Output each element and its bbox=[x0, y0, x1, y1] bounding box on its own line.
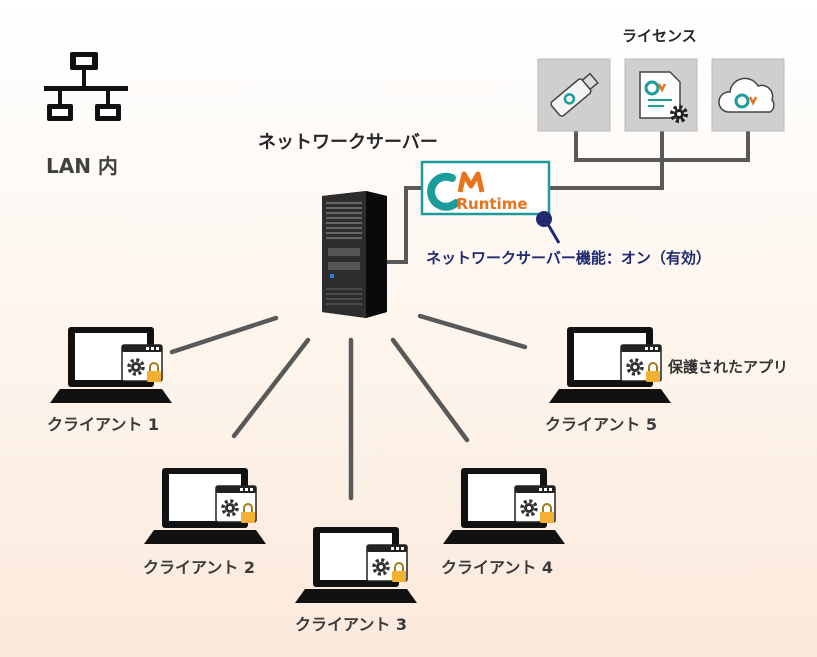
client-laptop-1 bbox=[48, 325, 174, 405]
client-laptop-3 bbox=[293, 525, 419, 605]
client-label-4: クライアント 4 bbox=[441, 558, 554, 577]
license-connectors bbox=[550, 130, 750, 190]
protected-app-label: 保護されたアプリ bbox=[668, 358, 789, 376]
cloud-license-icon bbox=[718, 77, 775, 113]
runtime-m-icon bbox=[457, 171, 485, 193]
server-title: ネットワークサーバー bbox=[258, 132, 438, 153]
client-laptop-4 bbox=[441, 466, 567, 546]
client-label-1: クライアント 1 bbox=[47, 415, 160, 434]
license-tile-file bbox=[624, 58, 698, 132]
runtime-c-icon bbox=[427, 172, 460, 211]
client-label-2: クライアント 2 bbox=[143, 558, 256, 577]
license-title: ライセンス bbox=[622, 27, 697, 45]
license-tile-cloud bbox=[711, 58, 785, 132]
usb-dongle-icon bbox=[550, 72, 599, 117]
server-runtime-connector bbox=[385, 186, 424, 264]
network-server-feature-label: ネットワークサーバー機能：オン（有効） bbox=[426, 249, 711, 267]
runtime-text: Runtime bbox=[456, 195, 527, 213]
client-label-3: クライアント 3 bbox=[295, 615, 408, 634]
lan-label: LAN 内 bbox=[46, 154, 118, 178]
client-laptop-5 bbox=[547, 325, 673, 405]
client-connectors bbox=[169, 313, 528, 501]
feature-callout-pin bbox=[536, 211, 552, 227]
lan-network-icon bbox=[44, 52, 128, 121]
license-tile-usb bbox=[537, 58, 611, 132]
client-laptop-2 bbox=[142, 466, 268, 546]
client-label-5: クライアント 5 bbox=[545, 415, 658, 434]
server-tower-icon bbox=[322, 191, 387, 318]
license-file-gear-icon bbox=[639, 71, 688, 123]
runtime-logo-box: Runtime bbox=[420, 160, 551, 216]
